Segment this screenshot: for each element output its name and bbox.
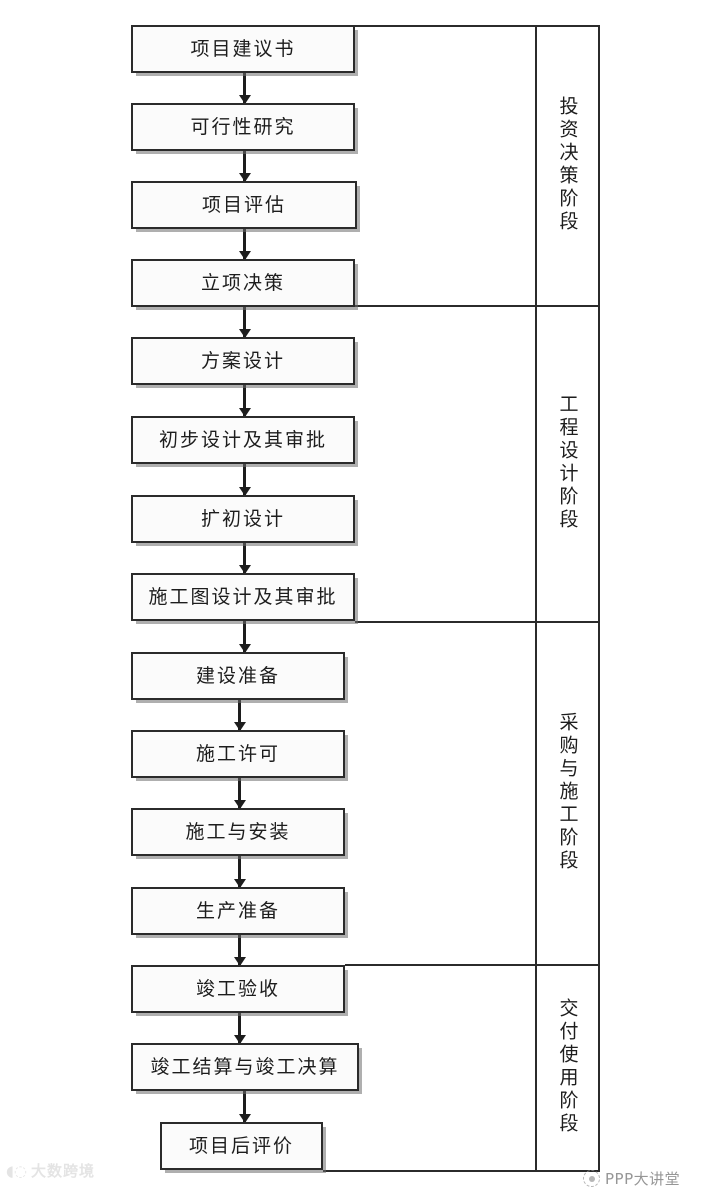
process-node-construction-preparation[interactable]: 建设准备 xyxy=(131,652,345,700)
footer-brand: PPP大讲堂 xyxy=(583,1168,680,1189)
process-node-final-settlement-and-accounts[interactable]: 竣工结算与竣工决算 xyxy=(131,1043,359,1091)
process-node-production-preparation[interactable]: 生产准备 xyxy=(131,887,345,935)
node-label: 施工许可 xyxy=(195,743,280,765)
node-label: 初步设计及其审批 xyxy=(158,429,327,451)
phase-top-rule xyxy=(355,25,600,27)
node-label: 建设准备 xyxy=(195,665,280,687)
phase-label-text: 交付使用阶段 xyxy=(556,998,578,1136)
node-label: 项目后评价 xyxy=(188,1135,294,1157)
node-label: 立项决策 xyxy=(200,272,285,294)
node-label: 施工图设计及其审批 xyxy=(148,586,338,608)
phase-label-engineering-design: 工程设计阶段 xyxy=(535,305,598,621)
phase-label-text: 投资决策阶段 xyxy=(556,96,578,234)
node-label: 生产准备 xyxy=(195,900,280,922)
process-node-completion-acceptance[interactable]: 竣工验收 xyxy=(131,965,345,1013)
phase-bottom-rule xyxy=(323,1170,600,1172)
node-label: 扩初设计 xyxy=(200,508,285,530)
circle-dot-icon xyxy=(583,1170,600,1187)
process-node-scheme-design[interactable]: 方案设计 xyxy=(131,337,355,385)
phase-divider-3 xyxy=(345,964,600,966)
phase-divider-2 xyxy=(355,621,600,623)
process-node-project-appraisal[interactable]: 项目评估 xyxy=(131,181,357,229)
node-label: 竣工结算与竣工决算 xyxy=(150,1056,340,1078)
process-node-preliminary-design-approval[interactable]: 初步设计及其审批 xyxy=(131,416,355,464)
node-label: 方案设计 xyxy=(200,350,285,372)
process-node-construction-permit[interactable]: 施工许可 xyxy=(131,730,345,778)
node-label: 项目评估 xyxy=(201,194,286,216)
process-node-construction-and-installation[interactable]: 施工与安装 xyxy=(131,808,345,856)
node-label: 项目建议书 xyxy=(190,38,296,60)
phase-column-left-rule xyxy=(535,25,537,1172)
phase-label-procurement-construction: 采购与施工阶段 xyxy=(535,621,598,964)
watermark-logo-icon: ◖◌ xyxy=(6,1161,27,1180)
watermark-left: ◖◌ 大数跨境 xyxy=(6,1160,95,1181)
phase-label-investment-decision: 投资决策阶段 xyxy=(535,25,598,305)
phase-divider-1 xyxy=(355,305,600,307)
process-node-post-project-evaluation[interactable]: 项目后评价 xyxy=(160,1122,323,1170)
process-node-approval-decision[interactable]: 立项决策 xyxy=(131,259,355,307)
watermark-left-text: 大数跨境 xyxy=(31,1162,96,1180)
phase-label-delivery-use: 交付使用阶段 xyxy=(535,964,598,1170)
node-label: 竣工验收 xyxy=(195,978,280,1000)
phase-label-text: 采购与施工阶段 xyxy=(556,712,578,873)
phase-column-right-rule xyxy=(598,25,600,1172)
process-node-extended-preliminary-design[interactable]: 扩初设计 xyxy=(131,495,355,543)
node-label: 可行性研究 xyxy=(190,116,296,138)
process-node-feasibility-study[interactable]: 可行性研究 xyxy=(131,103,355,151)
process-node-construction-drawing-approval[interactable]: 施工图设计及其审批 xyxy=(131,573,355,621)
phase-label-text: 工程设计阶段 xyxy=(556,394,578,532)
process-node-project-proposal[interactable]: 项目建议书 xyxy=(131,25,355,73)
footer-brand-text: PPP大讲堂 xyxy=(605,1170,681,1188)
node-label: 施工与安装 xyxy=(185,821,291,843)
